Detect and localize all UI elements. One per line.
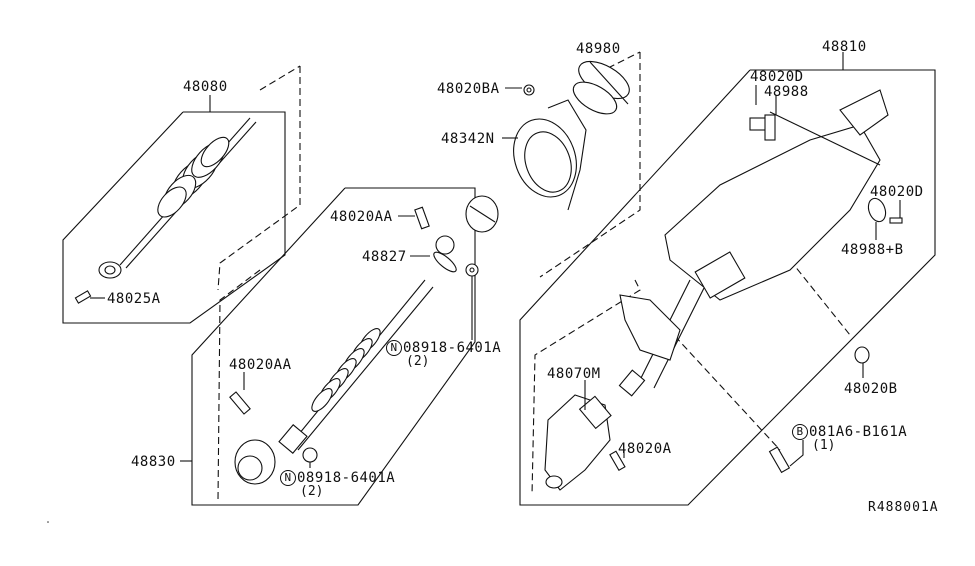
label-48070M: 48070M <box>547 366 601 382</box>
label-48020BA: 48020BA <box>437 81 500 97</box>
bolt-48020AA-top <box>398 206 430 230</box>
label-48827: 48827 <box>362 249 407 265</box>
bolt-081A6 <box>768 440 804 474</box>
n-mark-icon: N <box>280 470 296 486</box>
part-number: 08918-6401A <box>403 340 502 356</box>
column-48810 <box>618 89 889 397</box>
part-number: 081A6-B161A <box>809 424 908 440</box>
nut-08918-bottom <box>302 447 318 468</box>
joint-48070M <box>544 380 612 491</box>
speck <box>47 521 49 523</box>
rack-boot-48080 <box>98 117 257 279</box>
qty-08918-top: (2) <box>406 354 430 369</box>
bolt-48020AA-bottom <box>229 372 251 415</box>
label-48988: 48988 <box>764 84 809 100</box>
bolt-48020A <box>609 450 626 472</box>
coupling-48980 <box>572 60 630 115</box>
label-48080: 48080 <box>183 79 228 95</box>
boot-lower <box>234 439 276 485</box>
label-48342N: 48342N <box>441 131 495 147</box>
qty-081A6: (1) <box>812 438 836 453</box>
bolt-48025A <box>74 290 105 304</box>
seal-48827 <box>410 235 457 273</box>
nut-08918-top <box>465 263 479 340</box>
label-48020AA-bottom: 48020AA <box>229 357 292 373</box>
qty-08918-bottom: (2) <box>300 484 324 499</box>
b-mark-icon: B <box>792 424 808 440</box>
label-48830: 48830 <box>131 454 176 470</box>
nut-48020B <box>854 346 870 378</box>
label-48025A: 48025A <box>107 291 161 307</box>
bracket-48988 <box>749 85 777 141</box>
label-48020B: 48020B <box>844 381 898 397</box>
group-48830-frame <box>180 51 641 506</box>
group-48810-frame <box>519 52 936 506</box>
reference-code: R488001A <box>868 500 939 515</box>
label-48020D-right: 48020D <box>870 184 924 200</box>
label-48810: 48810 <box>822 39 867 55</box>
label-48020AA-top: 48020AA <box>330 209 393 225</box>
shaft-48830 <box>278 279 434 454</box>
nut-48020BA <box>505 84 535 96</box>
cover-48342N <box>502 99 587 211</box>
label-48020A: 48020A <box>618 441 672 457</box>
n-mark-icon: N <box>386 340 402 356</box>
group-48080-frame <box>62 65 301 324</box>
bracket-48988B <box>867 197 903 240</box>
part-number: 08918-6401A <box>297 470 396 486</box>
label-48988B: 48988+B <box>841 242 904 258</box>
label-48980: 48980 <box>576 41 621 57</box>
label-48020D-top: 48020D <box>750 69 804 85</box>
boot-upper <box>465 195 499 233</box>
